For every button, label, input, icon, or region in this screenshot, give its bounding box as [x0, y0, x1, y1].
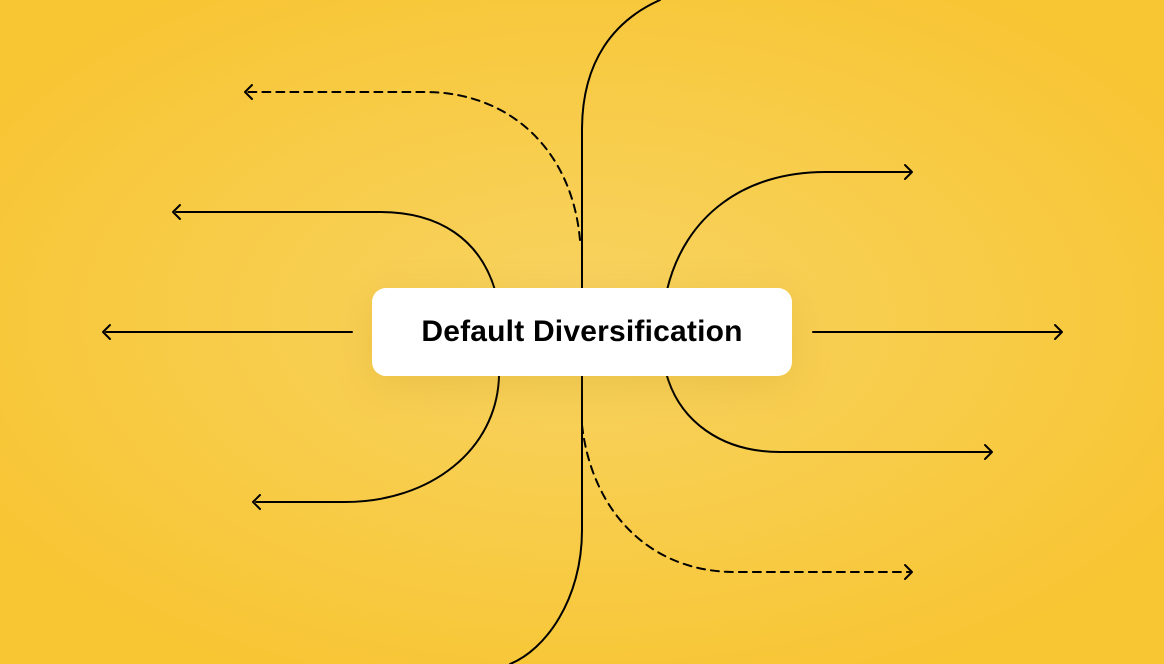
center-label-box: Default Diversification: [372, 288, 792, 376]
arrow-left-icon: [172, 204, 181, 220]
branch-top-left-dashed: [247, 91, 581, 241]
arrow-right-icon: [904, 164, 913, 180]
arrow-right-icon: [984, 444, 993, 460]
arrow-left-icon: [244, 84, 253, 100]
branch-lower-right: [666, 375, 991, 453]
arrow-left-icon: [252, 494, 261, 510]
arrow-left-icon: [102, 324, 111, 340]
arrow-right-icon: [1054, 324, 1063, 340]
branch-upper-right: [666, 171, 911, 291]
center-label: Default Diversification: [421, 315, 743, 348]
branch-upper-left: [175, 211, 496, 291]
branch-lower-left: [255, 375, 500, 503]
arrow-right-icon: [904, 564, 913, 580]
branch-bottom-right-dashed: [581, 424, 911, 573]
